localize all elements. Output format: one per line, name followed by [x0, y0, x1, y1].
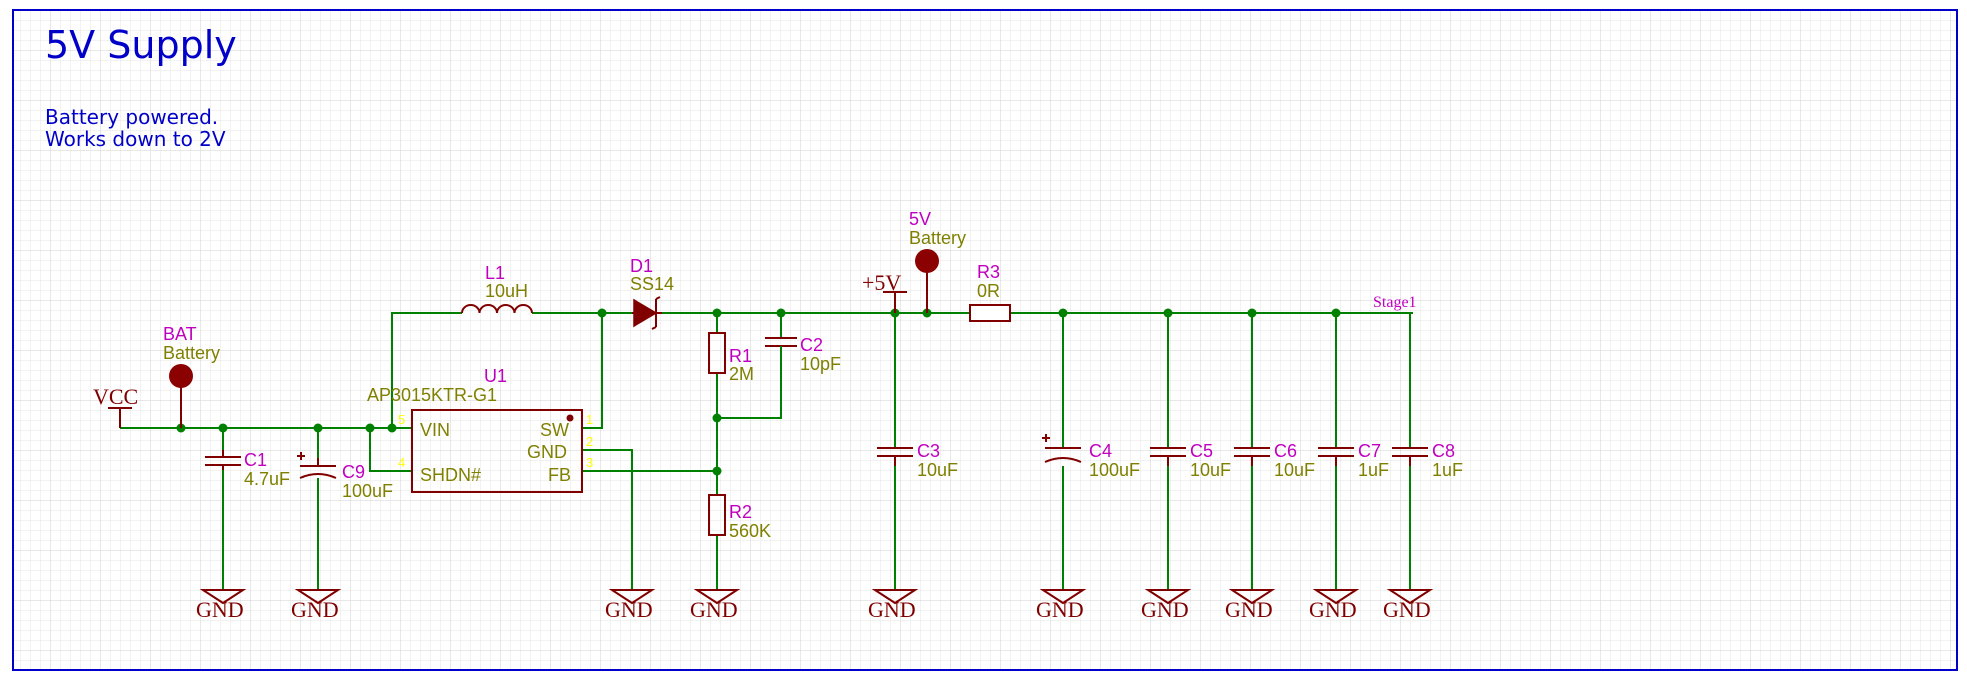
p5v-label: +5V [862, 270, 901, 295]
d1-value: SS14 [630, 274, 674, 294]
sheet-title: 5V Supply [45, 23, 237, 67]
c7-ref: C7 [1358, 441, 1381, 461]
junctions [176, 308, 1341, 476]
gnd-label: GND [1383, 597, 1431, 622]
u1-ref: U1 [484, 366, 507, 386]
note-line-2: Works down to 2V [45, 127, 226, 151]
gnd-label: GND [1036, 597, 1084, 622]
gnd-label: GND [605, 597, 653, 622]
u1-pin-number: 1 [586, 412, 593, 427]
gnd-label: GND [196, 597, 244, 622]
u1-pin-vin: VIN [420, 420, 450, 440]
gnd-labels: GND GND GND GND GND GND GND GND GND GND [196, 597, 1431, 622]
resistor-r2: R2 560K [708, 494, 771, 541]
u1-pin-number: 2 [586, 434, 593, 449]
gnd-label: GND [690, 597, 738, 622]
u1-pin-number: 4 [398, 455, 405, 470]
c6-ref: C6 [1274, 441, 1297, 461]
u1-pin-sw: SW [540, 420, 569, 440]
c3-ref: C3 [917, 441, 940, 461]
r3-ref: R3 [977, 262, 1000, 282]
u1-pin-shdn: SHDN# [420, 465, 481, 485]
c3-value: 10uF [917, 460, 958, 480]
wires [120, 270, 1413, 590]
inductor-l1: L1 10uH [461, 263, 533, 314]
c2-value: 10pF [800, 354, 841, 374]
u1-pin-number: 3 [586, 455, 593, 470]
sheet-border [12, 9, 1958, 671]
u1-value: AP3015KTR-G1 [367, 385, 497, 405]
gnd-label: GND [1309, 597, 1357, 622]
c1-ref: C1 [244, 450, 267, 470]
vcc-label: VCC [93, 384, 138, 409]
testpoint-bat-ref: BAT [163, 324, 197, 344]
capacitor-c2: C2 10pF [765, 335, 841, 375]
testpoint-bat: BAT Battery [163, 324, 220, 428]
r1-ref: R1 [729, 346, 752, 366]
u1-pin-number: 5 [398, 412, 405, 427]
gnd-label: GND [868, 597, 916, 622]
gnd-label: GND [1225, 597, 1273, 622]
testpoint-5v-ref: 5V [909, 209, 931, 229]
testpoint-5v: 5V Battery [909, 209, 966, 313]
c8-value: 1uF [1432, 460, 1463, 480]
u1-pin-fb: FB [548, 465, 571, 485]
capacitor-c5: C5 10uF [1150, 441, 1231, 480]
diode-d1: D1 SS14 [630, 256, 674, 330]
ic-u1: U1 AP3015KTR-G1 VIN SHDN# SW GND FB 5 4 … [367, 366, 593, 493]
c5-value: 10uF [1190, 460, 1231, 480]
l1-value: 10uH [485, 281, 528, 301]
r2-ref: R2 [729, 502, 752, 522]
capacitor-c3: C3 10uF [877, 441, 958, 480]
gnd-label: GND [1141, 597, 1189, 622]
c4-value: 100uF [1089, 460, 1140, 480]
testpoint-bat-value: Battery [163, 343, 220, 363]
capacitor-c6: C6 10uF [1234, 441, 1315, 480]
gnd-label: GND [291, 597, 339, 622]
c4-ref: C4 [1089, 441, 1112, 461]
c9-ref: C9 [342, 462, 365, 482]
resistor-r1: R1 2M [708, 332, 754, 384]
c5-ref: C5 [1190, 441, 1213, 461]
capacitor-c4-polarized: C4 100uF [1042, 434, 1140, 480]
r2-value: 560K [729, 521, 771, 541]
netlabel-stage1: Stage1 [1373, 294, 1417, 311]
d1-ref: D1 [630, 256, 653, 276]
r1-value: 2M [729, 364, 754, 384]
r3-value: 0R [977, 281, 1000, 301]
capacitor-c1: C1 4.7uF [205, 450, 290, 489]
c2-ref: C2 [800, 335, 823, 355]
u1-pin-gnd: GND [527, 442, 567, 462]
vcc-symbol: VCC [93, 384, 138, 428]
capacitor-c7: C7 1uF [1318, 441, 1389, 480]
capacitor-c9-polarized: C9 100uF [297, 452, 393, 501]
c9-value: 100uF [342, 481, 393, 501]
resistor-r3: R3 0R [969, 262, 1011, 322]
c1-value: 4.7uF [244, 469, 290, 489]
capacitor-c8: C8 1uF [1392, 441, 1463, 480]
c8-ref: C8 [1432, 441, 1455, 461]
testpoint-5v-value: Battery [909, 228, 966, 248]
note-line-1: Battery powered. [45, 105, 218, 129]
c7-value: 1uF [1358, 460, 1389, 480]
l1-ref: L1 [485, 263, 505, 283]
c6-value: 10uF [1274, 460, 1315, 480]
grid [13, 10, 1957, 670]
p5v-symbol: +5V [862, 270, 907, 313]
gnd-symbols [199, 589, 1434, 605]
